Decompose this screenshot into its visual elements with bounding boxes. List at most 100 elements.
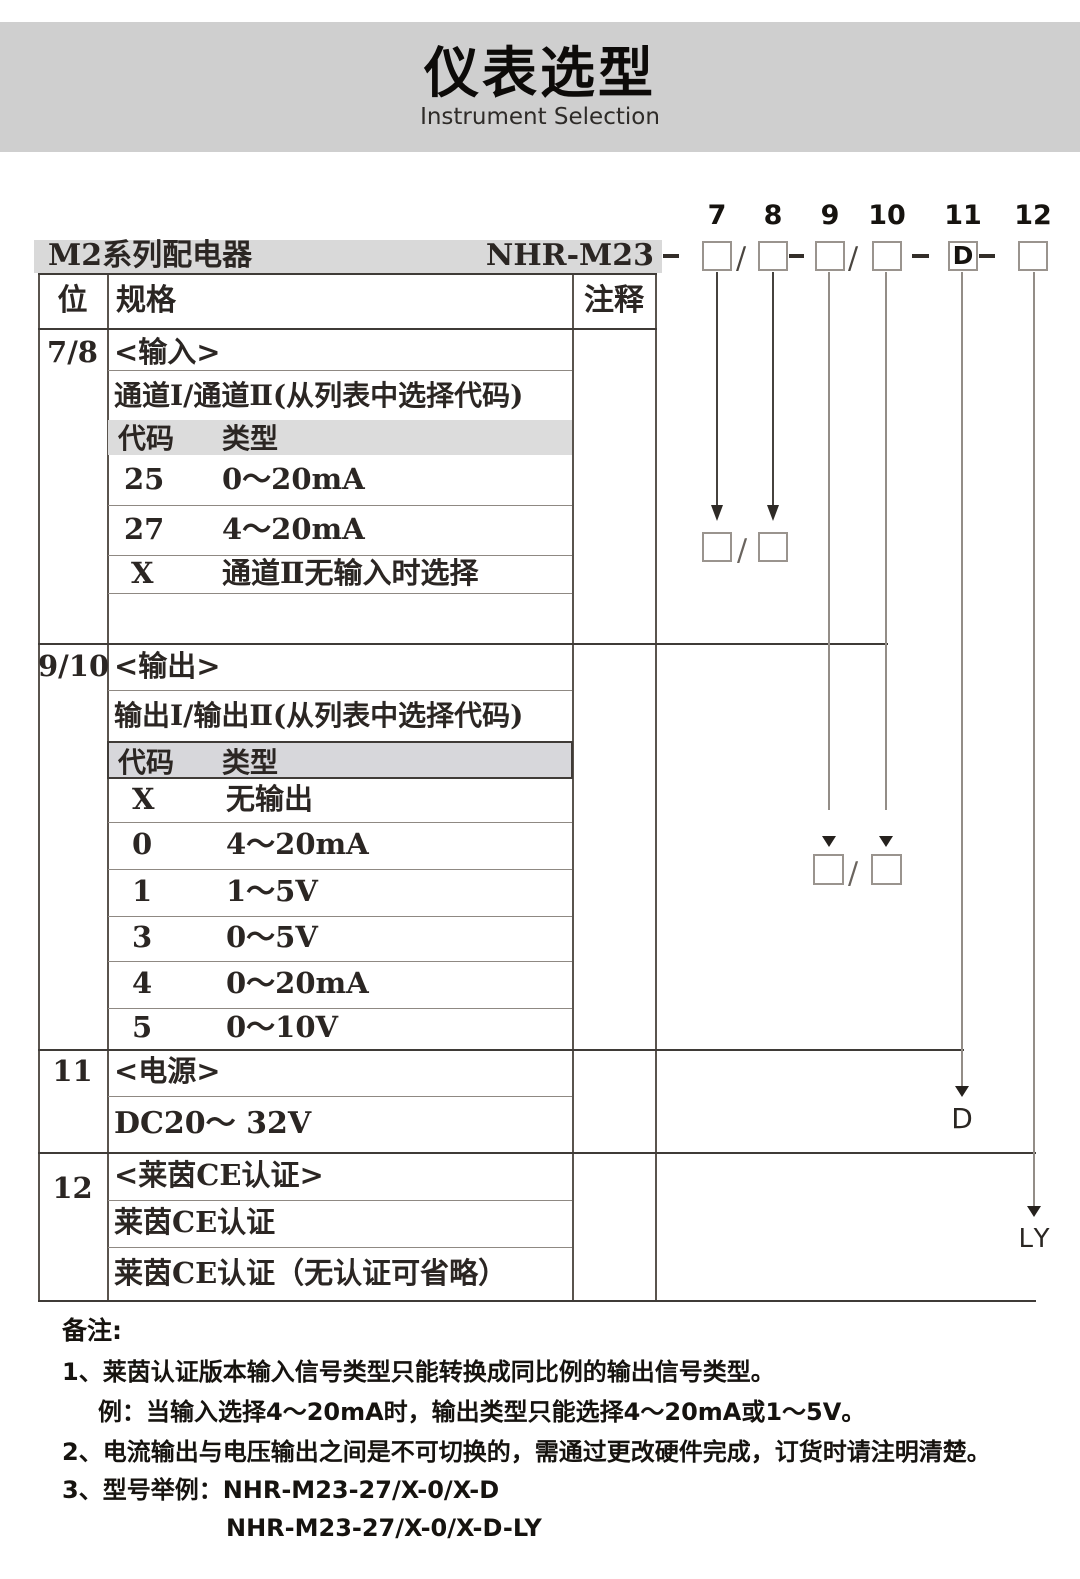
code-slash-9-10: /	[848, 241, 859, 276]
model-prefix: NHR-M23	[485, 238, 654, 274]
dash-11-12	[979, 254, 995, 258]
row-line	[108, 593, 572, 594]
series-bar: M2系列配电器 NHR-M23	[34, 238, 662, 274]
code-header-code: 代码	[118, 422, 175, 455]
target-slash-9-10: /	[848, 856, 859, 891]
section-title-cert: <莱茵CE认证>	[114, 1158, 324, 1192]
series-label: M2系列配电器	[48, 238, 253, 274]
target-slash-7-8: /	[737, 533, 748, 568]
row-type: 0～10V	[226, 1010, 339, 1044]
row-type: 4～20mA	[222, 512, 365, 546]
row-line	[108, 1008, 572, 1009]
code-box-7	[702, 241, 732, 271]
notes-heading: 备注:	[62, 1316, 122, 1345]
section-title-power: <电源>	[114, 1054, 221, 1088]
row-type: 0～5V	[226, 920, 318, 954]
arrowhead-9	[822, 836, 836, 847]
power-range: DC20～ 32V	[114, 1106, 312, 1141]
row-type: 1～5V	[226, 874, 318, 908]
cert-target-label: LY	[1018, 1224, 1054, 1254]
dash-10-11	[912, 254, 929, 258]
row-code: 1	[132, 874, 153, 908]
row-code: X	[132, 782, 155, 816]
row-line	[108, 961, 572, 962]
row-code: 3	[132, 920, 153, 954]
row-code: X	[131, 556, 154, 590]
row-line	[108, 370, 572, 371]
section-position-11: 11	[52, 1054, 93, 1088]
target-box-10	[871, 854, 902, 885]
code-box-10	[872, 241, 902, 271]
row-line	[108, 869, 572, 870]
row-line	[108, 916, 572, 917]
table-line-sec-input-end	[38, 643, 888, 645]
power-code-d: D	[952, 241, 974, 270]
row-line	[108, 1096, 572, 1097]
drop-line-11	[961, 272, 963, 1086]
row-line	[108, 555, 572, 556]
row-code: 0	[132, 827, 153, 861]
cert-row-2: 莱茵CE认证（无认证可省略）	[114, 1256, 508, 1290]
row-type: 0～20mA	[226, 966, 369, 1000]
note-item-3-example-2: NHR-M23-27/X-0/X-D-LY	[226, 1514, 542, 1542]
note-item-1: 1、莱茵认证版本输入信号类型只能转换成同比例的输出信号类型。	[62, 1358, 775, 1386]
drop-line-10	[885, 272, 887, 810]
table-border-right	[655, 273, 657, 1302]
table-line-top	[38, 273, 657, 275]
table-divider-note	[572, 273, 574, 1302]
code-header-band-input	[108, 420, 572, 455]
drop-line-7	[716, 272, 718, 506]
drop-line-12	[1033, 272, 1035, 1206]
dash-8-9	[789, 254, 804, 258]
row-type: 4～20mA	[226, 827, 369, 861]
model-dash	[663, 254, 679, 258]
row-line	[108, 1247, 572, 1248]
power-target-label: D	[951, 1102, 973, 1135]
table-line-bottom	[38, 1300, 1036, 1302]
row-type: 通道Ⅱ无输入时选择	[222, 556, 479, 590]
row-type: 无输出	[226, 782, 314, 816]
row-code: 27	[124, 512, 165, 546]
page-subtitle: Instrument Selection	[420, 104, 660, 130]
title-band	[0, 22, 1080, 152]
section-title-input: <输入>	[114, 335, 221, 369]
section-position-12: 12	[52, 1171, 93, 1205]
code-box-12	[1018, 241, 1048, 271]
section-position-78: 7/8	[47, 335, 98, 369]
digit-10: 10	[868, 200, 906, 231]
section-position-910: 9/10	[38, 649, 110, 683]
note-item-1-example: 例：当输入选择4～20mA时，输出类型只能选择4～20mA或1～5V。	[98, 1398, 866, 1426]
code-box-9	[815, 241, 845, 271]
code-header-type: 类型	[222, 422, 279, 455]
row-code: 4	[132, 966, 153, 1000]
section-title-output: <输出>	[114, 649, 221, 683]
drop-line-8	[772, 272, 774, 506]
row-code: 25	[124, 462, 165, 496]
cert-row-1: 莱茵CE认证	[114, 1205, 276, 1239]
note-item-3: 3、型号举例：NHR-M23-27/X-0/X-D	[62, 1476, 500, 1504]
digit-12: 12	[1014, 200, 1052, 231]
arrowhead-10	[879, 836, 893, 847]
table-line-sec-output-end	[38, 1049, 964, 1051]
section-subtitle-output: 输出Ⅰ/输出Ⅱ(从列表中选择代码)	[114, 699, 524, 732]
code-header-type: 类型	[222, 746, 279, 779]
section-subtitle-input: 通道Ⅰ/通道Ⅱ(从列表中选择代码)	[114, 379, 524, 412]
target-box-9	[813, 854, 844, 885]
row-line	[108, 1200, 572, 1201]
arrowhead-11	[955, 1086, 969, 1097]
arrowhead-8	[767, 505, 779, 521]
row-line	[108, 822, 572, 823]
code-box-11-power: D	[948, 241, 978, 271]
digit-7: 7	[707, 200, 727, 231]
drop-line-9	[828, 272, 830, 810]
table-line-header	[38, 328, 657, 330]
table-border-left	[38, 273, 40, 1302]
row-line	[108, 505, 572, 506]
code-header-band-output	[107, 741, 573, 779]
arrowhead-7	[711, 505, 723, 521]
row-type: 0～20mA	[222, 462, 365, 496]
code-box-8	[758, 241, 788, 271]
digit-9: 9	[820, 200, 840, 231]
table-divider-position	[107, 273, 109, 1302]
